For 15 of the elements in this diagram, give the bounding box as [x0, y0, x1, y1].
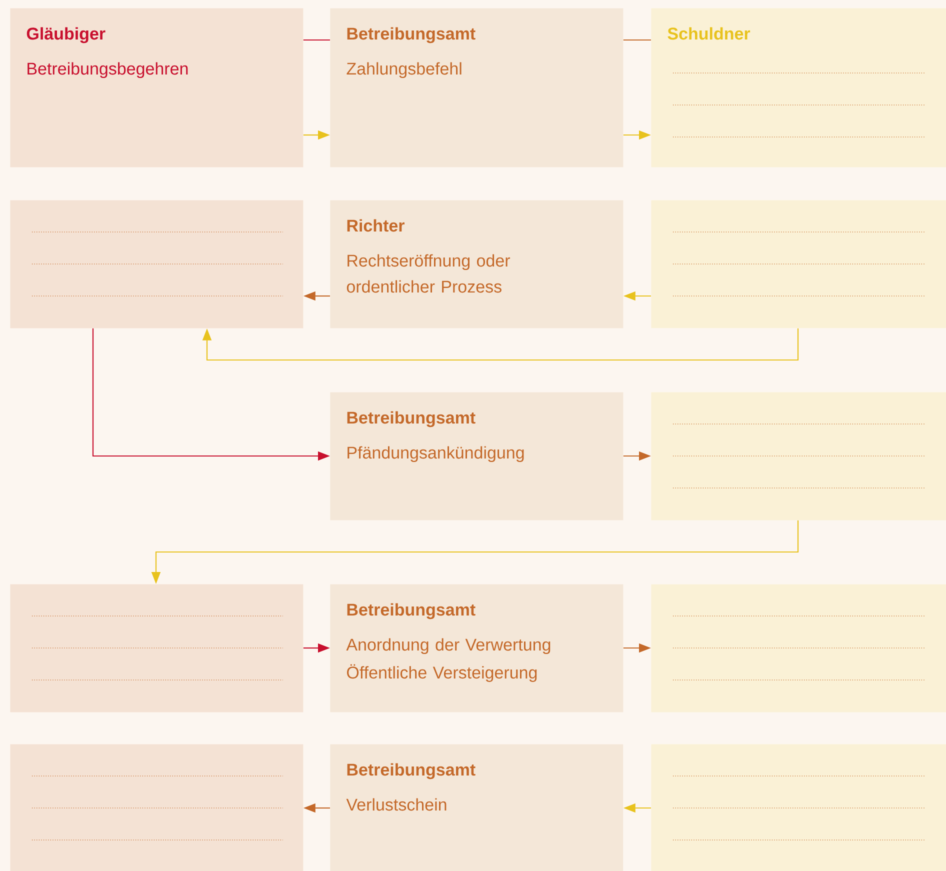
process-box: Betreibungsamt Zahlungsbefehl — [330, 8, 624, 168]
form-box — [651, 200, 946, 328]
form-box — [651, 584, 946, 712]
form-box — [10, 584, 304, 712]
form-box — [10, 744, 304, 871]
form-box — [10, 200, 304, 328]
form-box — [651, 392, 946, 520]
process-box: Betreibungsamt Verlustschein — [330, 744, 624, 871]
form-box — [651, 744, 946, 871]
process-box: Betreibungsamt Anordnung der Verwertung Öffentliche Versteigerung — [330, 584, 624, 712]
form-box: Schuldner — [651, 8, 946, 168]
form-box: Gläubiger Betreibungsbegehren — [10, 8, 304, 168]
arrow — [202, 328, 799, 361]
process-box: Betreibungsamt Pfändungsankündigung — [330, 392, 624, 520]
process-box: Richter Rechtseröffnung oder ordentlicher Prozess — [330, 200, 624, 328]
